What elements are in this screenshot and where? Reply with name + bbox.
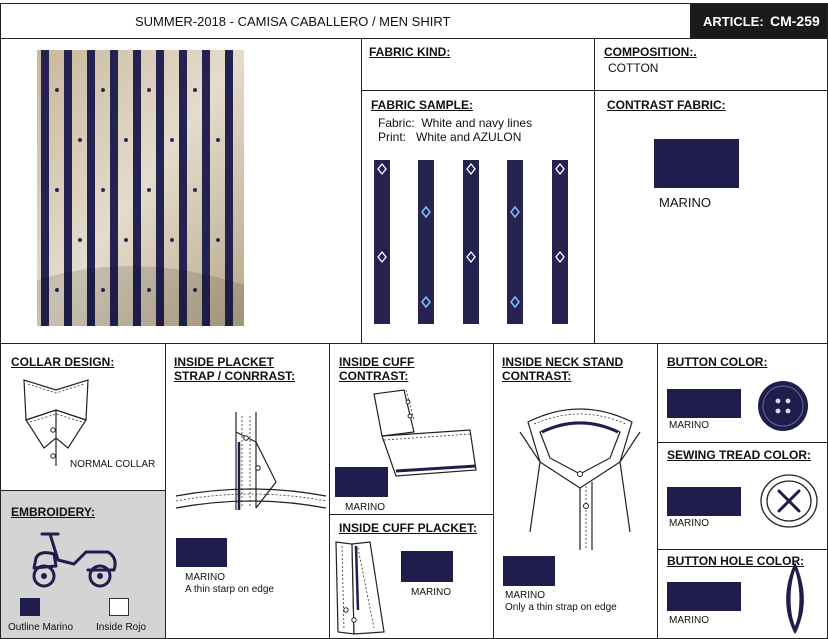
fabric-sample-label: FABRIC SAMPLE: (371, 98, 473, 112)
fabric-kind-label: FABRIC KIND: (369, 45, 451, 59)
inside-placket-label-line2: STRAP / CONRRAST: (174, 369, 296, 383)
inside-cuff-swatch (335, 467, 388, 497)
inside-placket-swatch (176, 538, 227, 567)
button-hole-value: MARINO (669, 615, 709, 626)
embroidery-inside-swatch (109, 598, 129, 616)
scooter-icon (32, 532, 117, 588)
embroidery-label: EMBROIDERY: (11, 505, 95, 519)
button-hole-label: BUTTON HOLE COLOR: (667, 554, 805, 568)
contrast-fabric-panel (594, 90, 828, 344)
inside-neck-label-line1: INSIDE NECK STAND (502, 355, 624, 369)
shirt-photo (37, 50, 244, 326)
cuff-drawing (373, 389, 477, 477)
inside-neck-swatch (503, 556, 555, 586)
inside-placket-color: MARINO (185, 572, 225, 583)
collar-caption: NORMAL COLLAR (70, 459, 156, 470)
inside-cuff-placket-swatch (401, 551, 453, 582)
inside-placket-note: A thin starp on edge (185, 584, 274, 595)
composition-label: COMPOSITION:. (604, 45, 697, 59)
placket-drawing (175, 412, 327, 510)
collar-drawing (23, 379, 89, 466)
button-hole-icon (786, 562, 804, 634)
embroidery-inside-label: Inside Rojo (96, 622, 147, 633)
button-color-value: MARINO (669, 420, 709, 431)
embroidery-outline-swatch (20, 598, 40, 616)
contrast-fabric-label: CONTRAST FABRIC: (607, 98, 726, 112)
print-line: Print: White and AZULON (378, 130, 522, 144)
article-code: CM-259 (770, 13, 820, 29)
inside-cuff-placket-label: INSIDE CUFF PLACKET: (339, 521, 477, 535)
button-icon (758, 381, 808, 431)
inside-cuff-label-line2: CONTRAST: (339, 369, 409, 383)
inside-cuff-placket-color: MARINO (411, 587, 451, 598)
contrast-fabric-color: MARINO (659, 195, 711, 210)
page-title: SUMMER-2018 - CAMISA CABALLERO / MEN SHI… (135, 14, 451, 29)
neck-stand-drawing (519, 408, 641, 550)
cuff-placket-drawing (335, 541, 385, 635)
inside-cuff-color: MARINO (345, 502, 385, 513)
button-color-label: BUTTON COLOR: (667, 355, 768, 369)
inside-placket-label-line1: INSIDE PLACKET (174, 355, 275, 369)
button-color-swatch (667, 389, 741, 418)
button-hole-swatch (667, 582, 741, 611)
sewing-thread-value: MARINO (669, 518, 709, 529)
article-box (690, 4, 827, 38)
inside-neck-label-line2: CONTRAST: (502, 369, 572, 383)
collar-design-label: COLLAR DESIGN: (11, 355, 115, 369)
inside-cuff-label-line1: INSIDE CUFF (339, 355, 415, 369)
sewing-thread-swatch (667, 487, 741, 516)
thread-button-icon (760, 474, 818, 528)
contrast-fabric-swatch (654, 139, 739, 188)
inside-neck-note: Only a thin strap on edge (505, 602, 617, 613)
article-label: ARTICLE: (703, 14, 764, 29)
inside-neck-color: MARINO (505, 590, 545, 601)
embroidery-outline-label: Outline Marino (8, 622, 74, 633)
sewing-thread-label: SEWING TREAD COLOR: (667, 448, 811, 462)
fabric-line: Fabric: White and navy lines (378, 116, 533, 130)
fabric-sample-stripes (374, 160, 568, 324)
composition-value: COTTON (608, 61, 659, 75)
